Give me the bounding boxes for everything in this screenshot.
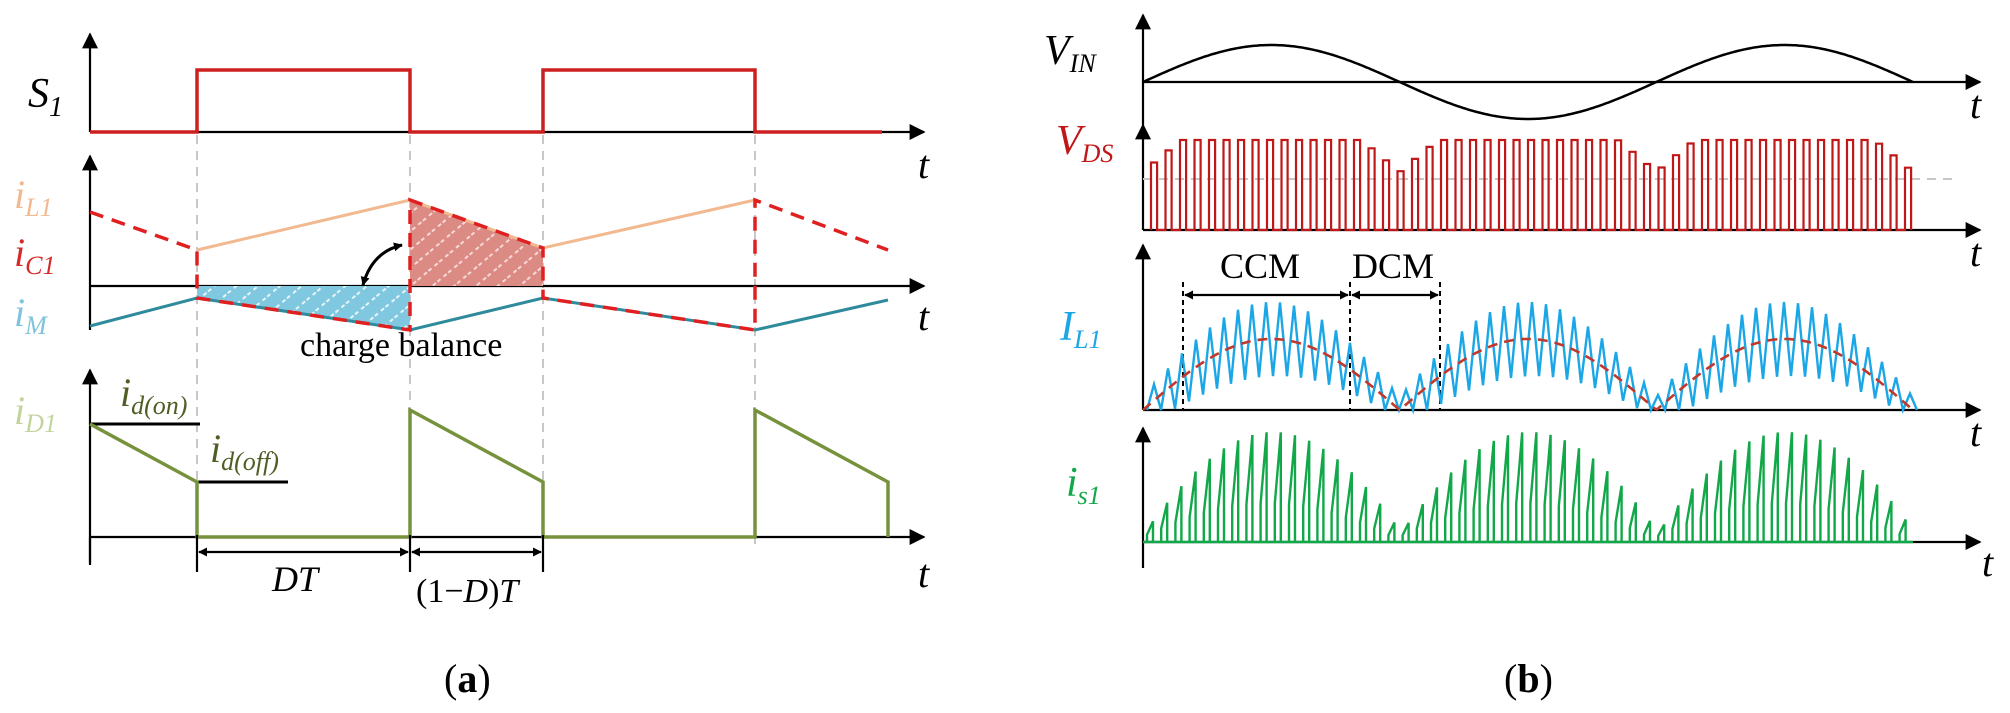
- il1-b-label: IL1: [1059, 304, 1101, 354]
- panel-b-caption: (b): [1504, 656, 1553, 701]
- vds-waveform-group: VDS t: [1056, 118, 1982, 275]
- diode-axis-t-label: t: [918, 551, 930, 596]
- id1-label: iD1: [14, 388, 57, 438]
- vin-label: VIN: [1044, 28, 1097, 78]
- ic1-label: iC1: [14, 230, 55, 280]
- il1-waveform-group: CCM DCM IL1 t: [1059, 243, 1982, 455]
- id-on-label: id(on): [120, 370, 187, 420]
- dt-interval-label: DT: [271, 559, 321, 599]
- ic1-trace: [89, 197, 889, 333]
- s1-label: S1: [28, 71, 63, 123]
- vds-pulse-train-trace: [1149, 138, 1913, 232]
- vin-sine-trace: [1142, 43, 1914, 121]
- vin-axis-t-label: t: [1970, 82, 1982, 127]
- vds-axis-t-label: t: [1970, 230, 1982, 275]
- charge-balance-arrow: [360, 242, 403, 286]
- im-trace: [89, 296, 889, 332]
- charge-area-blue: [197, 286, 410, 330]
- interval-markers: DT (1−D)T: [88, 535, 545, 610]
- diode-current-group: iD1 id(on) id(off) t: [14, 368, 930, 596]
- id-off-label: id(off): [210, 426, 279, 476]
- one-minus-d-interval-label: (1−D)T: [416, 573, 520, 610]
- il1-axis-t-label: t: [1970, 410, 1982, 455]
- is1-label: is1: [1066, 460, 1101, 510]
- is1-waveform-group: is1 t: [1066, 426, 1994, 585]
- id1-trace: [89, 407, 890, 539]
- panel-a-caption: (a): [444, 656, 491, 701]
- s1-waveform-group: S1 t: [28, 32, 930, 187]
- current-axis-t-label: t: [918, 294, 930, 339]
- inductor-current-group: charge balance iL1 iC1 iM t: [14, 154, 930, 364]
- vin-waveform-group: VIN t: [1044, 13, 1982, 127]
- im-label: iM: [14, 290, 48, 340]
- panel-b: VIN t VDS t CCM DCM IL1 t: [1044, 13, 1994, 701]
- dcm-label: DCM: [1352, 246, 1434, 286]
- il1-average-envelope: [1142, 337, 1914, 411]
- s1-gate-pulse-trace: [90, 68, 882, 134]
- il1-label: iL1: [14, 172, 53, 222]
- panel-a: S1 t charge balance iL1 iC1 iM t iD: [14, 32, 930, 701]
- il1-ripple-trace: [1145, 301, 1919, 415]
- ccm-label: CCM: [1220, 246, 1300, 286]
- charge-area-red: [410, 200, 543, 286]
- charge-balance-label: charge balance: [300, 327, 502, 364]
- s1-axis-t-label: t: [918, 142, 930, 187]
- is1-switch-current-trace: [1143, 432, 1913, 544]
- vds-label: VDS: [1056, 118, 1113, 168]
- is1-axis-t-label: t: [1982, 540, 1994, 585]
